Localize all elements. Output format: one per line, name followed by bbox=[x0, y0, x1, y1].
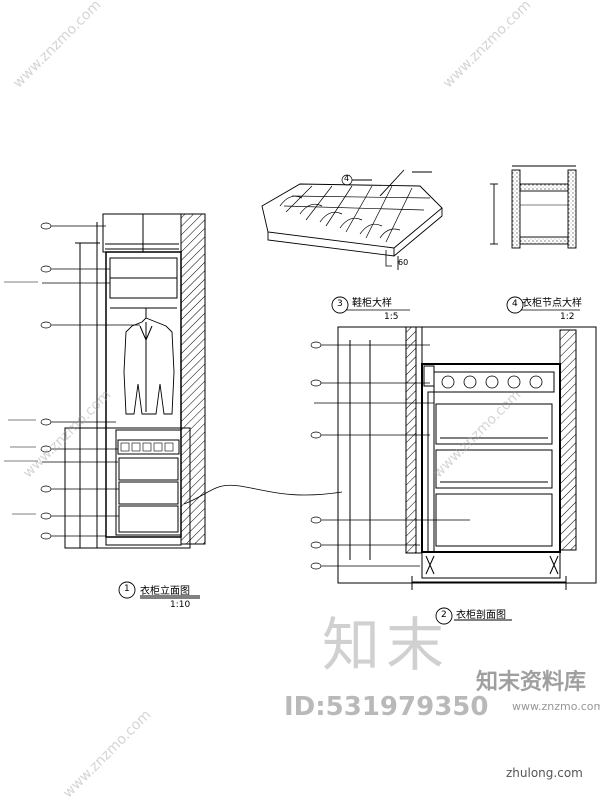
view-3-shoe-rack-detail bbox=[261, 169, 443, 270]
view-3-scale: 1:5 bbox=[384, 312, 399, 322]
watermark-brand: 知末资料库 bbox=[476, 670, 587, 695]
view-2-wardrobe-section bbox=[310, 326, 597, 621]
view-2-title: 衣柜剖面图 bbox=[456, 610, 506, 621]
view-4-title: 衣柜节点大样 bbox=[522, 298, 582, 309]
watermark-url: www.znzmo.com bbox=[512, 700, 600, 713]
view-4-scale: 1:2 bbox=[560, 312, 575, 322]
watermark-logo-text: 知末 bbox=[322, 611, 451, 679]
view-1-title: 衣柜立面图 bbox=[140, 586, 190, 597]
view-3-number: 3 bbox=[337, 299, 343, 309]
connector-curve bbox=[183, 484, 343, 505]
view-4-number: 4 bbox=[512, 299, 518, 309]
callout-4: 4 bbox=[344, 174, 350, 183]
view-1-scale: 1:10 bbox=[170, 600, 191, 610]
view-3-title: 鞋柜大样 bbox=[352, 298, 392, 309]
dimension-60: 60 bbox=[398, 258, 409, 267]
view-4-node-detail bbox=[490, 165, 577, 249]
view-1-number: 1 bbox=[124, 584, 130, 594]
watermark-id: ID:531979350 bbox=[284, 692, 489, 722]
footer-url: zhulong.com bbox=[506, 766, 583, 780]
view-1-wardrobe-elevation bbox=[4, 213, 206, 599]
view-2-number: 2 bbox=[441, 610, 447, 620]
